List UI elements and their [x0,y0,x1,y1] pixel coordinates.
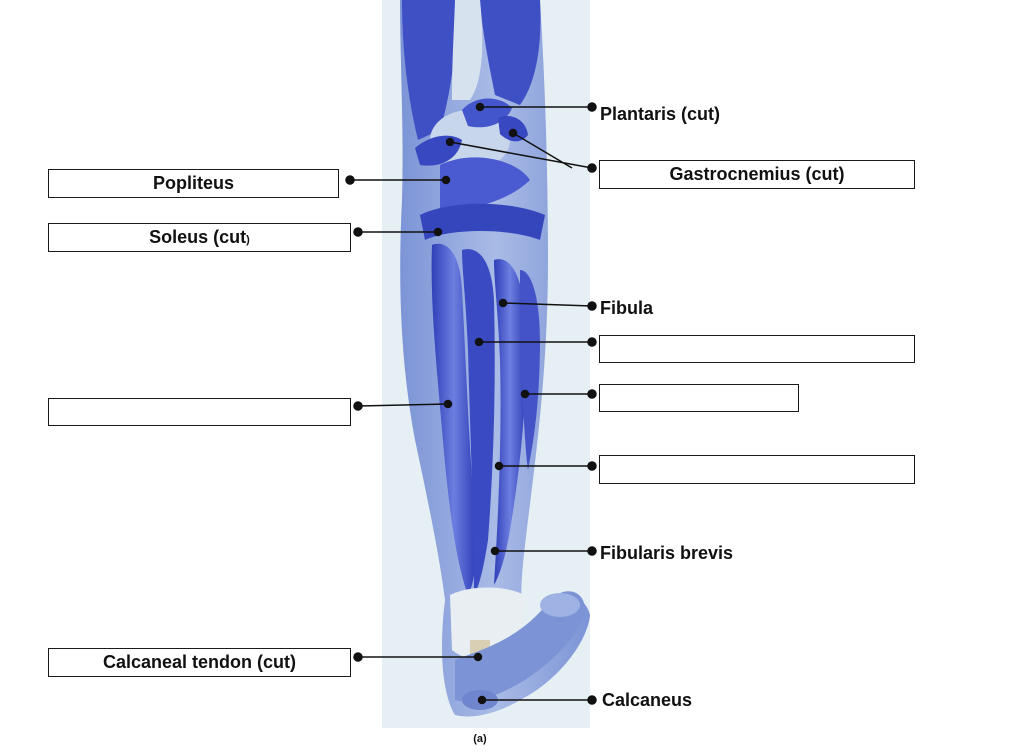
gastrocnemius-label-box[interactable]: Gastrocnemius (cut) [599,160,915,189]
leader-gastrocnemius-b [512,132,573,169]
leader-dot-gastrocnemius-c [587,163,597,173]
thigh-muscle-right [480,0,541,105]
flexor-hallucis-longus [494,259,527,585]
calcaneal-tendon-label-box[interactable]: Calcaneal tendon (cut) [48,648,351,677]
leader-lines [345,102,597,705]
plantaris-label: Plantaris (cut) [600,104,721,124]
leader-dot-popliteus-b [441,175,451,185]
toes [540,593,580,617]
popliteus-label-box[interactable]: Popliteus [48,169,339,198]
thigh-tendon [452,0,483,100]
calcaneus-label: Calcaneus [602,690,693,710]
leader-dot-blank-right-1-b [587,337,597,347]
leader-dot-blank-left-a [353,401,363,411]
leader-dot-calcaneal-tendon-b [473,652,483,662]
soleus-label: Soleus (cut) [149,227,250,248]
leader-dot-blank-right-3-b [587,461,597,471]
figure-caption: (a) [473,733,487,745]
leader-gastrocnemius-a [449,141,593,169]
blank-right-2-answer-box[interactable] [599,384,799,412]
blank-right-1-answer-box[interactable] [599,335,915,363]
thigh-muscle-left [402,0,456,140]
leader-dot-gastrocnemius-b [508,128,518,138]
foot [455,591,585,702]
soleus-label-box[interactable]: Soleus (cut) [48,223,351,252]
soleus-cut [420,203,545,240]
leader-dot-plantaris-a [475,102,485,112]
leader-dot-calcaneus-b [587,695,597,705]
leader-dot-blank-right-1-a [474,337,484,347]
blank-left-answer-box[interactable] [48,398,351,426]
leader-blank-left [357,403,449,407]
soleus-label-paren: ) [246,234,250,246]
leader-dot-blank-right-2-b [587,389,597,399]
popliteus-muscle [440,157,530,211]
leader-dot-fibularis-brevis-a [490,546,500,556]
fibula-label: Fibula [600,298,653,318]
leader-dot-blank-right-2-a [520,389,530,399]
popliteus-label: Popliteus [152,173,234,193]
leader-dot-soleus-a [353,227,363,237]
soleus-label-main: Soleus (cut [149,227,247,247]
leader-dot-blank-left-b [443,399,453,409]
leader-dot-gastrocnemius-a [445,137,455,147]
leader-dot-calcaneal-tendon-a [353,652,363,662]
tibialis-posterior [462,249,495,596]
fibularis-longus [520,270,540,470]
blank-right-3-answer-box[interactable] [599,455,915,484]
leader-dot-fibularis-brevis-b [587,546,597,556]
gastrocnemius-label: Gastrocnemius (cut) [669,164,845,184]
calcaneal-tendon-label: Calcaneal tendon (cut) [102,652,297,672]
leader-dot-fibula-a [498,298,508,308]
gastrocnemius-cut-right [498,115,528,142]
flexor-digitorum-longus [431,243,477,595]
leader-dot-soleus-b [433,227,443,237]
leader-dot-blank-right-3-a [494,461,504,471]
leader-dot-popliteus-a [345,175,355,185]
leader-fibula [502,302,593,307]
leader-dot-fibula-b [587,301,597,311]
leader-dot-plantaris-b [587,102,597,112]
leader-dot-calcaneus-a [477,695,487,705]
fibularis-brevis-label: Fibularis brevis [600,543,734,563]
